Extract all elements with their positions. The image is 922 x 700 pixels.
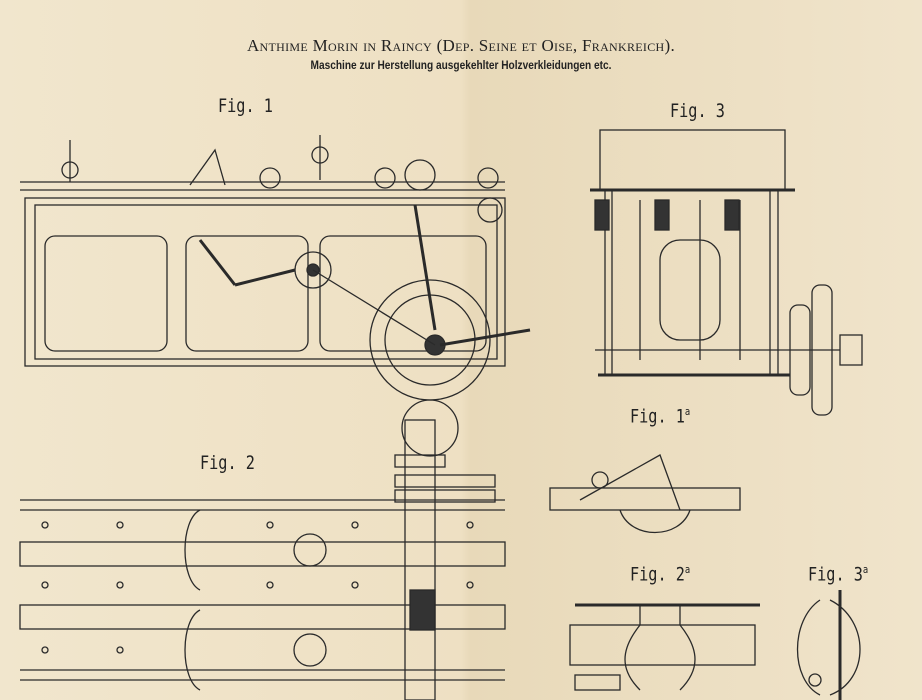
fig3-label: Fig. 3 bbox=[670, 100, 725, 122]
fig3a-drawing bbox=[796, 590, 861, 700]
fig1-drawing bbox=[20, 135, 531, 457]
fig2-drawing bbox=[19, 419, 506, 700]
fig1-label: Fig. 1 bbox=[218, 95, 273, 117]
fig2a-label: Fig. 2a bbox=[630, 563, 691, 586]
fig3-drawing bbox=[590, 129, 863, 416]
patent-title: Anthime Morin in Raincy (Dep. Seine et O… bbox=[246, 36, 675, 55]
fig1a-label: Fig. 1a bbox=[630, 405, 691, 428]
fig3a-label: Fig. 3a bbox=[808, 563, 869, 586]
fig2a-drawing bbox=[569, 603, 760, 691]
fig1a-drawing bbox=[549, 454, 741, 533]
patent-subtitle: Maschine zur Herstellung ausgekehlter Ho… bbox=[310, 60, 612, 72]
fig2-label: Fig. 2 bbox=[200, 452, 255, 474]
